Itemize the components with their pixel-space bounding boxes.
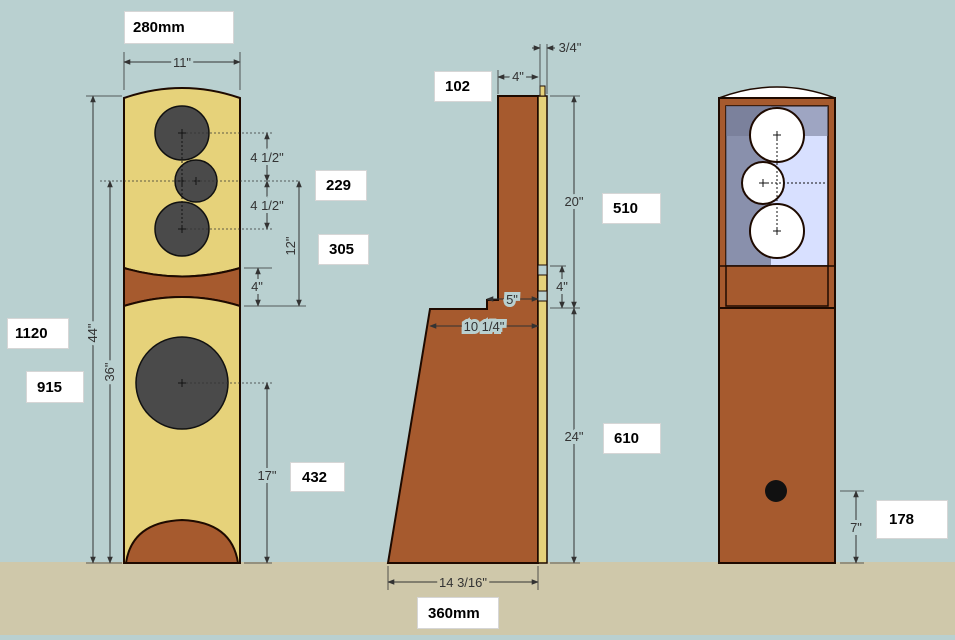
side-top-cap: [539, 85, 546, 97]
side-upper-height-dim: 20": [564, 194, 583, 209]
back-port-hole: [765, 480, 787, 502]
front-tweeter-gap-lower-dim: 4 1/2": [250, 198, 284, 213]
front-center-to-port-dim: 12": [283, 236, 298, 255]
back-top-cap: [718, 86, 836, 99]
front-total-height-mm-label: 1120: [7, 318, 69, 349]
side-port-height-dim: 4": [556, 279, 568, 294]
back-view: 7": [718, 86, 865, 564]
front-total-height-dim: 44": [85, 323, 100, 342]
front-tweeter-mm-label: 229: [315, 170, 367, 201]
front-woofer-height-dim: 17": [257, 468, 276, 483]
front-lower-height-mm-label: 915: [26, 371, 84, 403]
side-port-notch-lower: [537, 290, 548, 302]
side-step-depth-dim: 5": [506, 292, 518, 307]
front-bottom-arch: [124, 518, 240, 564]
front-lower-height-dim: 36": [102, 362, 117, 381]
front-port-height-dim: 4": [251, 279, 263, 294]
side-lower-height-mm-label: 610: [603, 423, 661, 454]
front-width-mm-label: 280mm: [124, 11, 234, 44]
front-width-dim: 11": [173, 55, 191, 70]
front-woofer-mm-label: 432: [290, 462, 345, 492]
side-base-depth-mm-label: 360mm: [417, 597, 499, 629]
back-port-height-mm-label: 178: [876, 500, 948, 539]
side-top-depth-mm-label: 102: [434, 71, 492, 102]
side-upper-height-mm-label: 510: [602, 193, 661, 224]
side-port-notch: [537, 264, 548, 276]
side-mid-depth-dim: 10 1/4": [464, 319, 505, 334]
side-base-depth-dim: 14 3/16": [439, 575, 487, 590]
side-top-depth-dim: 4": [512, 69, 524, 84]
side-lower-height-dim: 24": [564, 429, 583, 444]
side-baffle-thickness-dim: 3/4": [559, 40, 582, 55]
back-port-height-dim: 7": [850, 520, 862, 535]
front-center-to-port-mm-label: 305: [318, 234, 369, 265]
front-tweeter-gap-upper-dim: 4 1/2": [250, 150, 284, 165]
back-port-band: [725, 265, 829, 307]
side-baffle: [537, 95, 548, 564]
front-view: 11" 44" 36" 4 1/2" 4 1/2" 12" 4" 17": [82, 52, 306, 564]
side-view: 4" 3/4" 20" 4" 5" 10 1/4" 24" 14 3/16": [386, 37, 587, 593]
